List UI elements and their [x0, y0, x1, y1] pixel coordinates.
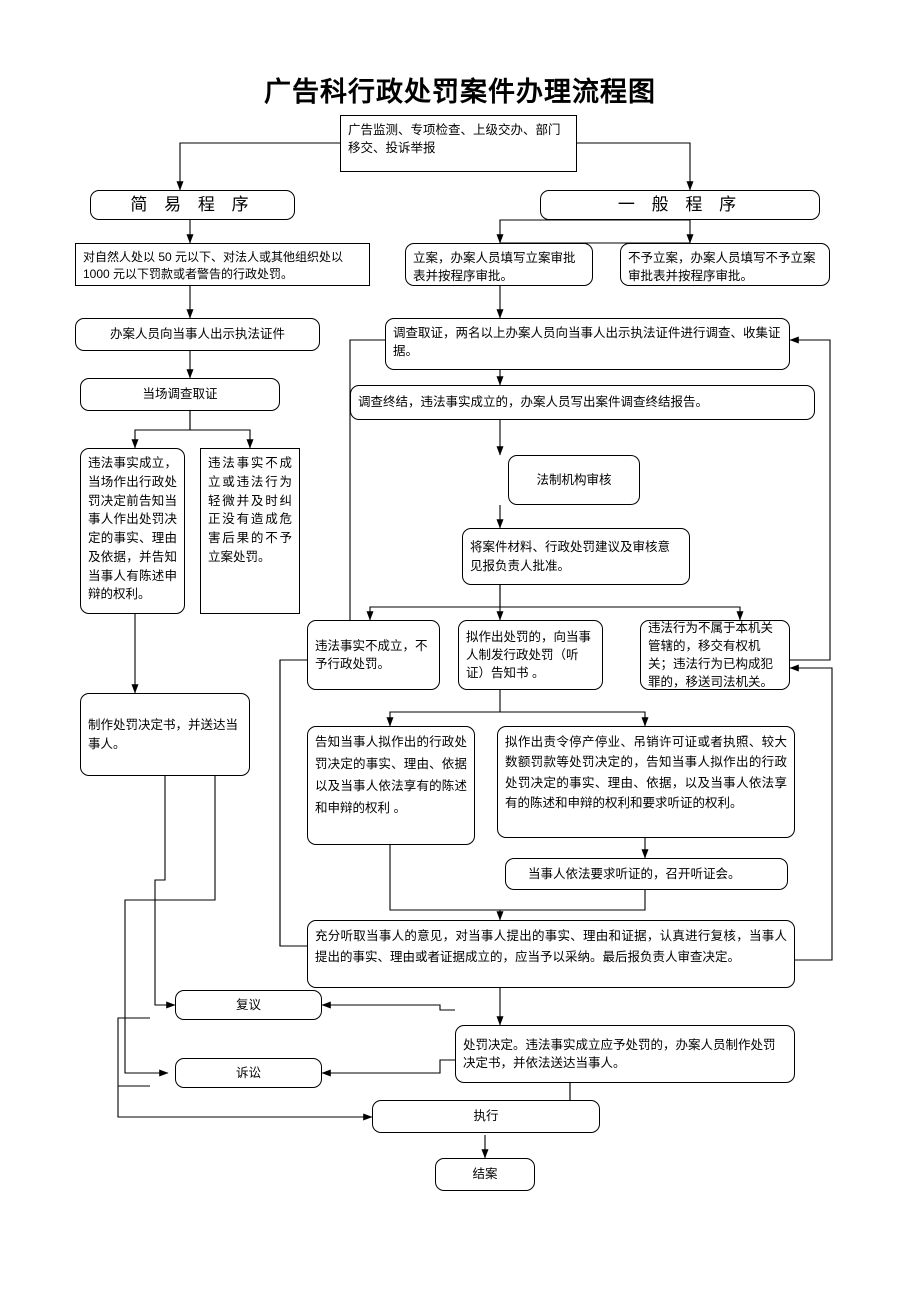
- node-investigation-report: 调查终结，违法事实成立的，办案人员写出案件调查终结报告。: [350, 385, 815, 420]
- node-execute: 执行: [372, 1100, 600, 1133]
- node-legal-review: 法制机构审核: [508, 455, 640, 505]
- node-make-decision-doc: 制作处罚决定书，并送达当事人。: [80, 693, 250, 776]
- node-submit-approval: 将案件材料、行政处罚建议及审核意见报负责人批准。: [462, 528, 690, 585]
- node-simple-header: 简 易 程 序: [90, 190, 295, 220]
- node-onsite-not-established: 违法事实不成立或违法行为轻微并及时纠正没有造成危害后果的不予立案处罚。: [200, 448, 300, 614]
- node-review: 复议: [175, 990, 322, 1020]
- node-investigate-evidence: 调查取证，两名以上办案人员向当事人出示执法证件进行调查、收集证据。: [385, 318, 790, 370]
- node-source: 广告监测、专项检查、上级交办、部门移交、投诉举报: [340, 115, 577, 172]
- node-penalty-decision: 处罚决定。违法事实成立应予处罚的，办案人员制作处罚决定书，并依法送达当事人。: [455, 1025, 795, 1083]
- node-intend-penalty: 拟作出处罚的，向当事人制发行政处罚（听证）告知书 。: [458, 620, 603, 690]
- node-file-case: 立案，办案人员填写立案审批表并按程序审批。: [405, 243, 593, 286]
- node-not-jurisdiction: 违法行为不属于本机关管辖的，移交有权机关；违法行为已构成犯罪的，移送司法机关。: [640, 620, 790, 690]
- node-onsite-established: 违法事实成立，当场作出行政处罚决定前告知当事人作出处罚决定的事实、理由及依据，并…: [80, 448, 185, 614]
- node-close-case: 结案: [435, 1158, 535, 1191]
- node-major-penalty: 拟作出责令停产停业、吊销许可证或者执照、较大数额罚款等处罚决定的，告知当事人拟作…: [497, 726, 795, 838]
- node-full-hearing: 充分听取当事人的意见，对当事人提出的事实、理由和证据，认真进行复核，当事人提出的…: [307, 920, 795, 988]
- node-inform-party: 告知当事人拟作出的行政处罚决定的事实、理由、依据以及当事人依法享有的陈述和申辩的…: [307, 726, 475, 845]
- node-simple-penalty: 对自然人处以 50 元以下、对法人或其他组织处以 1000 元以下罚款或者警告的…: [75, 243, 370, 286]
- page-title: 广告科行政处罚案件办理流程图: [264, 77, 656, 107]
- node-onsite-investigate: 当场调查取证: [80, 378, 280, 411]
- node-no-file-case: 不予立案，办案人员填写不予立案审批表并按程序审批。: [620, 243, 830, 286]
- node-litigation: 诉讼: [175, 1058, 322, 1088]
- node-show-cert: 办案人员向当事人出示执法证件: [75, 318, 320, 351]
- node-general-header: 一 般 程 序: [540, 190, 820, 220]
- node-not-established: 违法事实不成立，不予行政处罚。: [307, 620, 440, 690]
- node-hearing: 当事人依法要求听证的，召开听证会。: [505, 858, 788, 890]
